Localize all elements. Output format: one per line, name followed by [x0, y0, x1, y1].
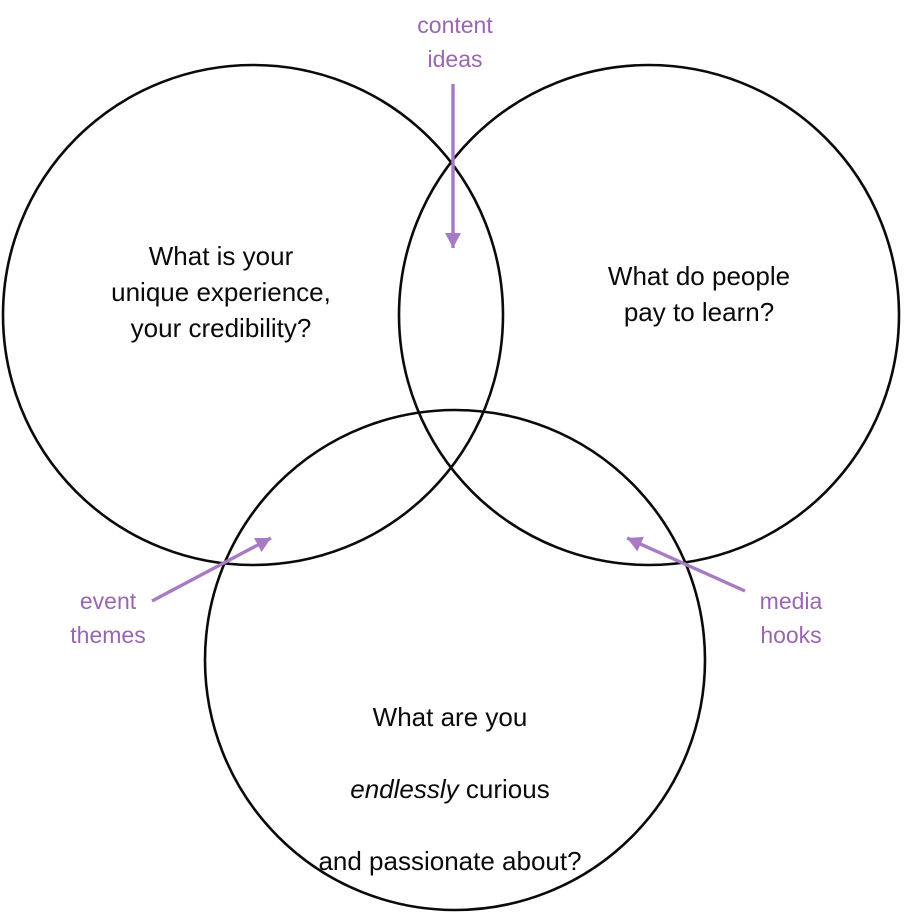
- bottom-circle-question: What are you endlessly curious and passi…: [318, 663, 581, 915]
- venn-circle-right: [397, 63, 901, 567]
- bottom-question-line2-italic: endlessly: [350, 774, 459, 804]
- bottom-question-line3: and passionate about?: [318, 846, 582, 876]
- media-hooks-label: media hooks: [759, 588, 823, 648]
- venn-circle-left: [1, 63, 505, 567]
- content-ideas-label: content ideas: [417, 12, 493, 72]
- event-themes-label: event themes: [70, 588, 146, 648]
- left-circle-question: What is your unique experience, your cre…: [111, 241, 331, 343]
- right-circle-question: What do people pay to learn?: [607, 261, 791, 327]
- bottom-question-line2: endlessly curious: [318, 771, 581, 807]
- bottom-question-line1: What are you: [372, 702, 528, 732]
- media-hooks-arrow-icon: [626, 536, 746, 593]
- bottom-question-line2-rest: curious: [458, 774, 550, 804]
- event-themes-arrow-icon: [151, 536, 272, 603]
- venn-circle-bottom: [203, 408, 707, 912]
